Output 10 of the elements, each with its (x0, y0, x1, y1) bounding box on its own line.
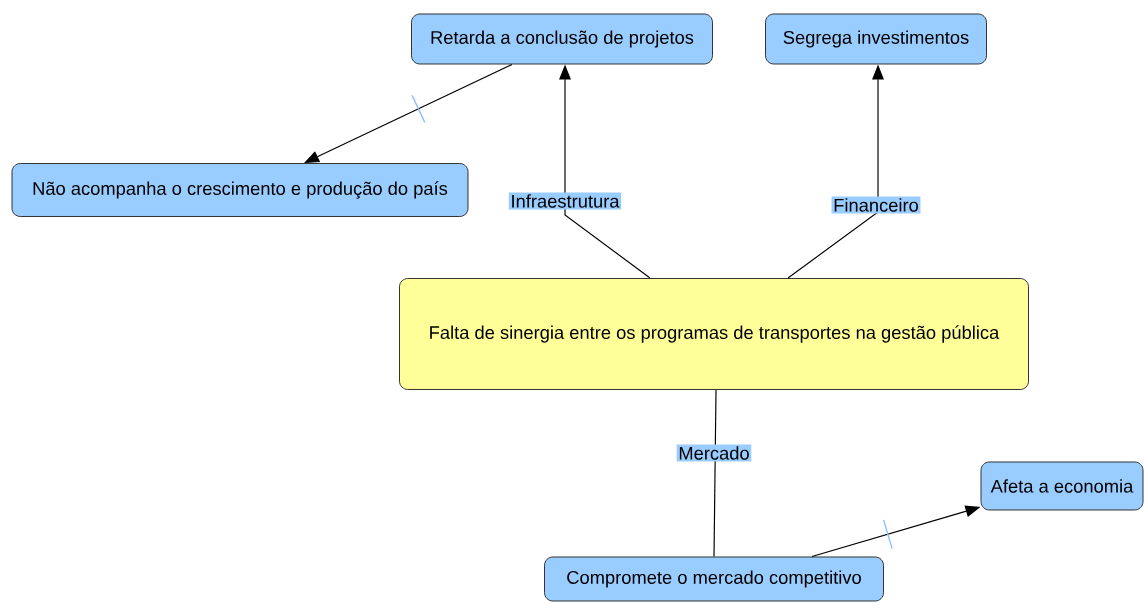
concept-box: Retarda a conclusão de projetos (411, 13, 713, 65)
concept-box: Não acompanha o crescimento e produção do país (11, 163, 469, 217)
arrow (304, 63, 513, 163)
concept-box: Compromete o mercado competitivo (544, 556, 884, 602)
concept-box: Falta de sinergia entre os programas de transportes na gestão pública (399, 278, 1029, 390)
edge-label: Financeiro (831, 196, 921, 214)
concept-box: Segrega investimentos (765, 13, 987, 65)
edge-label: Infraestrutura (508, 192, 622, 210)
concept-box: Afeta a economia (980, 461, 1144, 511)
edge-label: Mercado (676, 444, 752, 462)
